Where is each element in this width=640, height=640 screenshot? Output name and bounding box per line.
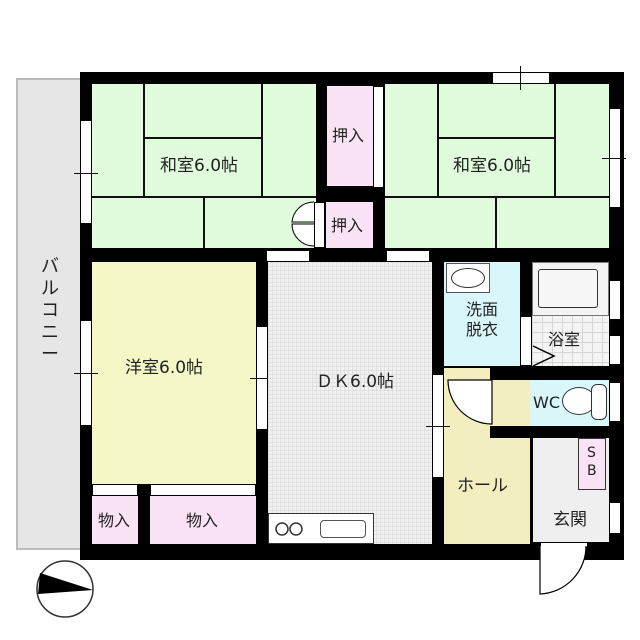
door-mark (426, 426, 450, 427)
washitsu-right (385, 84, 609, 248)
door-bath[interactable] (520, 316, 532, 366)
hall-door-swing-icon[interactable] (446, 378, 494, 428)
door-washitsu-dk-right[interactable] (386, 250, 430, 262)
oshiire-bottom-door[interactable] (314, 202, 325, 248)
dk-label: ＤＫ6.0帖 (316, 372, 395, 392)
shoebox-b-label: B (587, 463, 597, 479)
bath-door-fold-icon (532, 345, 556, 367)
senmen-label-1: 洗面 (466, 300, 499, 319)
dashed-opening (216, 251, 266, 253)
monoire-right-door[interactable] (150, 484, 256, 496)
window-wc[interactable] (609, 382, 621, 422)
window-left-washitsu[interactable] (80, 120, 92, 224)
door-mark (250, 378, 274, 379)
monoire-left-door[interactable] (92, 484, 138, 496)
monoire-left-label: 物入 (98, 511, 131, 530)
window-bath-2[interactable] (609, 335, 621, 365)
toilet-tank-icon (591, 384, 607, 420)
shoebox-s-label: S (587, 445, 596, 461)
window-top-right[interactable] (492, 72, 550, 84)
tatami-line (203, 196, 205, 248)
wc-label: WC (533, 393, 560, 412)
window-genkan[interactable] (609, 502, 621, 534)
tatami-line (554, 84, 556, 198)
tatami-line (495, 196, 497, 248)
tatami-line (437, 137, 556, 139)
yoshitsu-label: 洋室6.0帖 (125, 358, 204, 378)
shoebox[interactable] (578, 438, 606, 490)
tatami-line (143, 84, 145, 198)
dashed-opening (430, 251, 480, 253)
window-mark (602, 158, 626, 159)
hall-label: ホール (457, 476, 508, 496)
tatami-line (437, 84, 439, 198)
toilet-bowl-icon (562, 387, 596, 415)
oshiire-top-door[interactable] (373, 86, 384, 188)
window-mark (74, 173, 98, 174)
window-mark (520, 66, 521, 90)
yoshitsu (92, 262, 256, 484)
monoire-right[interactable] (150, 496, 256, 544)
wall-wc-genkan (490, 426, 620, 438)
sink-icon (320, 520, 366, 538)
washbasin-bowl (451, 268, 485, 288)
oshiire-top-label: 押入 (332, 126, 365, 145)
swing-door-icon[interactable] (290, 200, 316, 250)
genkan-label: 玄関 (553, 510, 587, 530)
monoire-right-label: 物入 (186, 511, 219, 530)
monoire-left[interactable] (92, 496, 138, 544)
stove-icon (275, 522, 303, 536)
tatami-line (385, 196, 609, 198)
entrance-door-swing-icon[interactable] (538, 544, 590, 596)
tatami-line (143, 137, 263, 139)
window-bath[interactable] (609, 280, 621, 320)
oshiire-bottom[interactable] (326, 202, 373, 248)
yokushitsu-label: 浴室 (548, 330, 581, 349)
door-washitsu-dk-left[interactable] (266, 250, 310, 262)
washitsu-left-label: 和室6.0帖 (160, 156, 239, 176)
bathtub-inner (538, 269, 598, 308)
window-mark (74, 373, 98, 374)
north-arrow-icon (36, 560, 94, 618)
balcony (16, 78, 82, 550)
dk (268, 262, 432, 544)
tatami-line (261, 84, 263, 198)
balcony-label: バルコニー (41, 256, 59, 365)
oshiire-top[interactable] (327, 86, 373, 186)
washitsu-right-label: 和室6.0帖 (453, 156, 532, 176)
wall-hall-wc (490, 366, 620, 380)
senmen-label-2: 脱衣 (466, 320, 499, 339)
oshiire-bottom-label: 押入 (331, 216, 364, 235)
